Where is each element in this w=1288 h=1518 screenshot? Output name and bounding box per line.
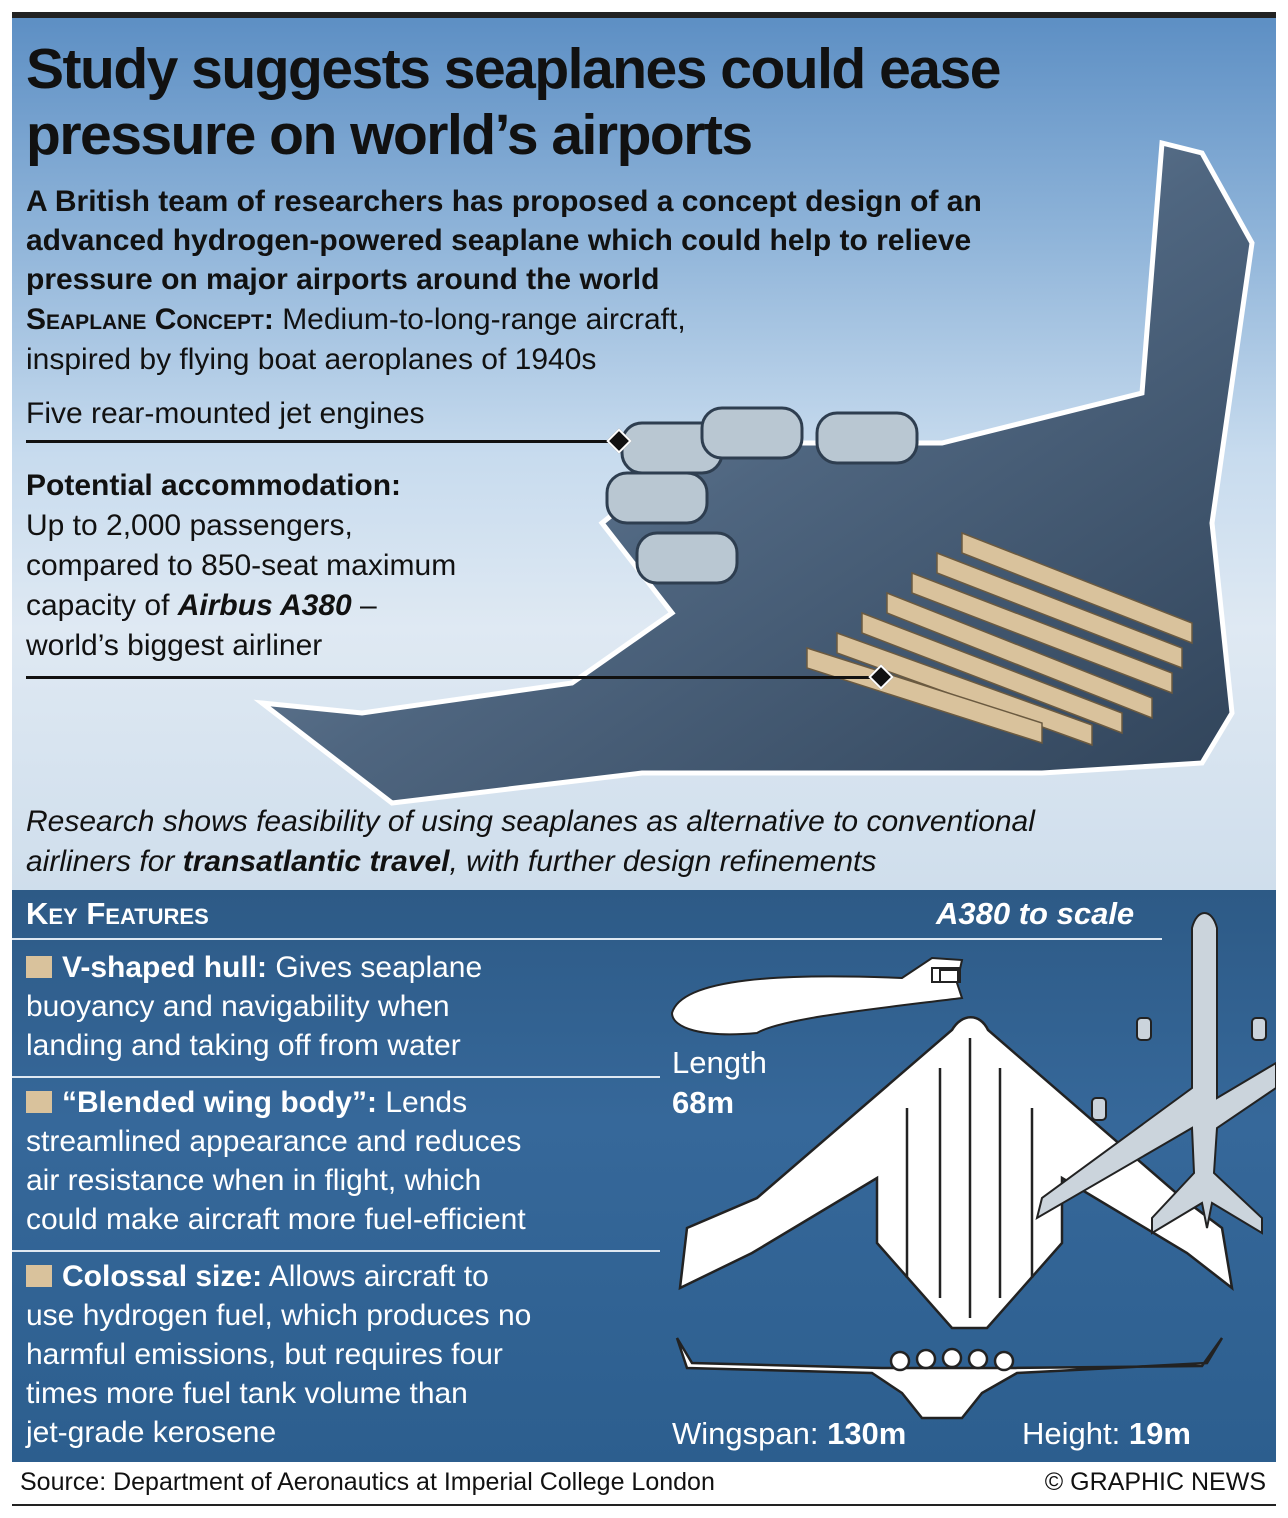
footer: Source: Department of Aeronautics at Imp… xyxy=(0,1462,1288,1518)
seaplane-side-view xyxy=(670,956,964,1036)
feature-text: Lends xyxy=(377,1086,468,1119)
feature-text: jet-grade kerosene xyxy=(26,1416,277,1449)
accommodation-label: Potential accommodation: xyxy=(26,469,402,502)
concept-label: Seaplane Concept: xyxy=(26,303,274,336)
feature-text: Gives seaplane xyxy=(267,951,483,984)
divider xyxy=(12,1250,660,1252)
scale-drawings xyxy=(670,912,1276,1420)
bullet-square-icon xyxy=(26,1091,52,1113)
feature-text: air resistance when in flight, which xyxy=(26,1164,482,1197)
length-value: 68m xyxy=(672,1085,735,1120)
feature-text: Allows aircraft to xyxy=(262,1260,489,1293)
accommodation-text: Potential accommodation: Up to 2,000 pas… xyxy=(26,466,456,666)
feature-text: streamlined appearance and reduces xyxy=(26,1125,522,1158)
research-text: Research shows feasibility of using seap… xyxy=(26,802,1035,882)
accommodation-line: capacity of xyxy=(26,589,178,622)
wingspan-value: 130m xyxy=(827,1416,907,1451)
feature-blended-wing-body: “Blended wing body”: Lends streamlined a… xyxy=(26,1083,656,1239)
length-label: Length xyxy=(672,1045,767,1080)
headline-line: pressure on world’s airports xyxy=(26,103,753,167)
concept-desc: Medium-to-long-range aircraft, xyxy=(273,303,686,336)
engines-callout-line xyxy=(26,440,616,443)
feature-v-shaped-hull: V-shaped hull: Gives seaplane buoyancy a… xyxy=(26,948,656,1065)
subtitle: A British team of researchers has propos… xyxy=(26,185,982,296)
feature-text: times more fuel tank volume than xyxy=(26,1377,468,1410)
accommodation-line: compared to 850-seat maximum xyxy=(26,549,457,582)
wingspan-label: Wingspan: xyxy=(672,1416,828,1451)
accommodation-line: Up to 2,000 passengers, xyxy=(26,509,353,542)
feature-text: harmful emissions, but requires four xyxy=(26,1338,503,1371)
feature-text: landing and taking off from water xyxy=(26,1029,461,1062)
bottom-border xyxy=(12,1504,1276,1506)
research-line: Research shows feasibility of using seap… xyxy=(26,805,1035,838)
concept-text: Seaplane Concept: Medium-to-long-range a… xyxy=(26,300,926,380)
bullet-square-icon xyxy=(26,956,52,978)
source-credit: Source: Department of Aeronautics at Imp… xyxy=(20,1468,715,1496)
feature-label: Colossal size: xyxy=(62,1260,263,1293)
concept-desc-2: inspired by flying boat aeroplanes of 19… xyxy=(26,343,597,376)
feature-text: use hydrogen fuel, which produces no xyxy=(26,1299,532,1332)
seaplane-illustration xyxy=(253,139,1255,806)
feature-colossal-size: Colossal size: Allows aircraft to use hy… xyxy=(26,1257,656,1452)
feature-label: “Blended wing body”: xyxy=(62,1086,377,1119)
seat-rows xyxy=(806,531,1193,747)
accommodation-line: world’s biggest airliner xyxy=(26,629,323,662)
infographic: Study suggests seaplanes could ease pres… xyxy=(12,12,1276,1462)
feature-text: buoyancy and navigability when xyxy=(26,990,450,1023)
dash: – xyxy=(351,589,377,622)
copyright: © GRAPHIC NEWS xyxy=(1044,1468,1266,1496)
engines-label: Five rear-mounted jet engines xyxy=(26,397,425,430)
a380-top-view xyxy=(1035,912,1276,1235)
divider xyxy=(12,1076,660,1078)
wingspan-measure: Wingspan: 130m xyxy=(672,1416,906,1452)
headline: Study suggests seaplanes could ease pres… xyxy=(26,36,1001,168)
length-measure: Length 68m xyxy=(672,1043,767,1123)
accommodation-callout-line xyxy=(26,676,882,679)
jet-engines xyxy=(605,406,919,585)
height-label: Height: xyxy=(1022,1416,1129,1451)
height-value: 19m xyxy=(1128,1416,1191,1451)
headline-line: Study suggests seaplanes could ease xyxy=(26,37,1001,101)
seaplane-front-view xyxy=(675,1337,1224,1420)
research-line: , with further design refinements xyxy=(449,845,877,878)
seaplane-top-view xyxy=(678,1016,1234,1330)
transatlantic-emphasis: transatlantic travel xyxy=(182,845,450,878)
divider xyxy=(12,938,1162,940)
bullet-square-icon xyxy=(26,1265,52,1287)
height-measure: Height: 19m xyxy=(1022,1416,1191,1452)
research-line: airliners for xyxy=(26,845,183,878)
a380-to-scale-label: A380 to scale xyxy=(936,896,1135,931)
key-features-heading: Key Features xyxy=(26,896,209,931)
airbus-a380-emphasis: Airbus A380 xyxy=(177,589,352,622)
feature-text: could make aircraft more fuel-efficient xyxy=(26,1203,526,1236)
feature-label: V-shaped hull: xyxy=(62,951,268,984)
